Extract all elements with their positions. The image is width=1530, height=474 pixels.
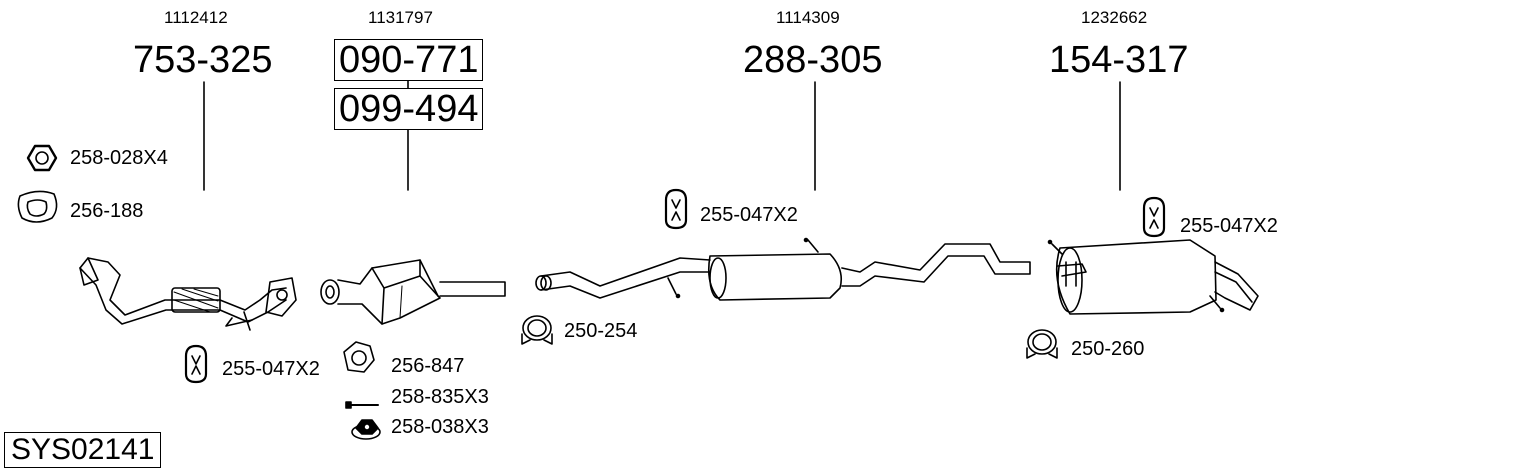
clamp-icon-mid (521, 315, 553, 345)
part-number-154-317[interactable]: 154-317 (1049, 39, 1189, 81)
middle-silencer-drawing (535, 237, 1031, 301)
part-ref-288-305: 1114309 (776, 8, 840, 27)
label-hanger-mid[interactable]: 255-047X2 (700, 204, 798, 226)
label-clamp-mid[interactable]: 250-254 (564, 320, 638, 342)
part-number-753-325[interactable]: 753-325 (133, 39, 273, 81)
flange-nut-icon (351, 419, 381, 440)
part-ref-090-771: 1131797 (368, 8, 433, 27)
label-hanger-rear[interactable]: 255-047X2 (1180, 215, 1278, 237)
front-pipe-drawing (79, 257, 297, 331)
label-clamp-rear[interactable]: 250-260 (1071, 338, 1145, 360)
part-ref-154-317: 1232662 (1081, 8, 1148, 27)
part-ref-753-325: 1112412 (164, 8, 228, 27)
catalyst-drawing (320, 259, 506, 325)
part-number-090-771[interactable]: 090-771 (334, 39, 484, 81)
system-id-label: SYS02141 (4, 432, 162, 468)
part-number-288-305[interactable]: 288-305 (743, 39, 883, 81)
hanger-icon-rear (1142, 196, 1166, 238)
label-nut-cat[interactable]: 258-038X3 (391, 416, 489, 438)
label-bolt[interactable]: 258-835X3 (391, 386, 489, 408)
label-nut[interactable]: 258-028X4 (70, 147, 168, 169)
nut-icon (26, 144, 58, 172)
hanger-icon-front (184, 344, 208, 384)
bolt-icon (345, 401, 379, 409)
rear-silencer-drawing (1047, 239, 1259, 315)
part-number-099-494[interactable]: 099-494 (334, 88, 484, 130)
label-hanger-front[interactable]: 255-047X2 (222, 358, 320, 380)
gasket-icon-front (17, 190, 58, 223)
label-gasket-front[interactable]: 256-188 (70, 200, 144, 222)
clamp-icon-rear (1026, 329, 1058, 359)
gasket-icon-cat (343, 341, 375, 373)
label-gasket-cat[interactable]: 256-847 (391, 355, 465, 377)
hanger-icon-mid (664, 188, 688, 230)
